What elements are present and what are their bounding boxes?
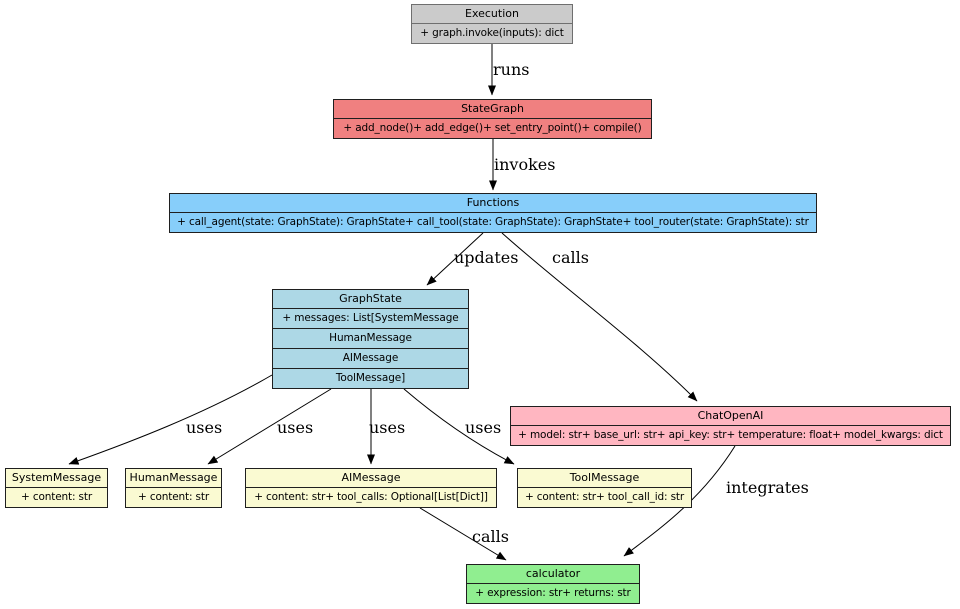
class-box-chatopenai: ChatOpenAI + model: str+ base_url: str+ …	[510, 406, 951, 446]
class-box-aimessage: AIMessage + content: str+ tool_calls: Op…	[245, 468, 497, 508]
edge-label-updates: updates	[454, 248, 519, 267]
class-attrs-humanmessage: + content: str	[137, 491, 209, 503]
class-title-chatopenai: ChatOpenAI	[511, 407, 950, 426]
class-title-calculator: calculator	[467, 565, 639, 584]
class-title-aimessage: AIMessage	[246, 469, 496, 488]
class-attrs-stategraph: + add_node()+ add_edge()+ set_entry_poin…	[343, 122, 642, 134]
class-box-humanmessage: HumanMessage + content: str	[125, 468, 222, 508]
class-title-stategraph: StateGraph	[334, 100, 651, 119]
class-title-toolmessage: ToolMessage	[518, 469, 691, 488]
edge-label-uses-human: uses	[277, 418, 314, 437]
class-attrs-systemmessage: + content: str	[20, 491, 92, 503]
edge-calls-model	[501, 232, 698, 402]
class-attrs-functions: + call_agent(state: GraphState): GraphSt…	[177, 216, 809, 228]
edge-uses-system	[68, 374, 273, 465]
class-title-functions: Functions	[170, 194, 816, 213]
class-attrs-aimessage: + content: str+ tool_calls: Optional[Lis…	[254, 491, 488, 503]
class-box-stategraph: StateGraph + add_node()+ add_edge()+ set…	[333, 99, 652, 139]
class-attrs-execution: + graph.invoke(inputs): dict	[420, 27, 564, 39]
class-title-systemmessage: SystemMessage	[6, 469, 107, 488]
edge-label-invokes: invokes	[494, 155, 556, 174]
edge-label-uses-ai: uses	[369, 418, 406, 437]
class-box-calculator: calculator + expression: str+ returns: s…	[466, 564, 640, 604]
class-box-functions: Functions + call_agent(state: GraphState…	[169, 193, 817, 233]
class-row-graphstate-toolmessage: ToolMessage]	[273, 368, 468, 388]
edge-label-uses-system: uses	[186, 418, 223, 437]
class-box-systemmessage: SystemMessage + content: str	[5, 468, 108, 508]
edge-label-integrates: integrates	[726, 478, 809, 497]
class-row-graphstate-messages: + messages: List[SystemMessage	[282, 312, 459, 324]
edge-label-runs: runs	[493, 60, 530, 79]
class-attrs-toolmessage: + content: str+ tool_call_id: str	[524, 491, 685, 503]
edge-label-calls-model: calls	[552, 248, 589, 267]
class-box-execution: Execution + graph.invoke(inputs): dict	[411, 4, 573, 44]
class-row-graphstate-aimessage: AIMessage	[273, 348, 468, 368]
edge-label-calls-tool: calls	[472, 527, 509, 546]
class-attrs-chatopenai: + model: str+ base_url: str+ api_key: st…	[518, 429, 943, 441]
class-attrs-calculator: + expression: str+ returns: str	[475, 587, 631, 599]
class-box-toolmessage: ToolMessage + content: str+ tool_call_id…	[517, 468, 692, 508]
class-title-humanmessage: HumanMessage	[126, 469, 221, 488]
class-title-execution: Execution	[412, 5, 572, 24]
edge-label-uses-tool: uses	[465, 418, 502, 437]
class-box-graphstate: GraphState + messages: List[SystemMessag…	[272, 289, 469, 389]
class-title-graphstate: GraphState	[273, 290, 468, 309]
class-row-graphstate-humanmessage: HumanMessage	[273, 328, 468, 348]
